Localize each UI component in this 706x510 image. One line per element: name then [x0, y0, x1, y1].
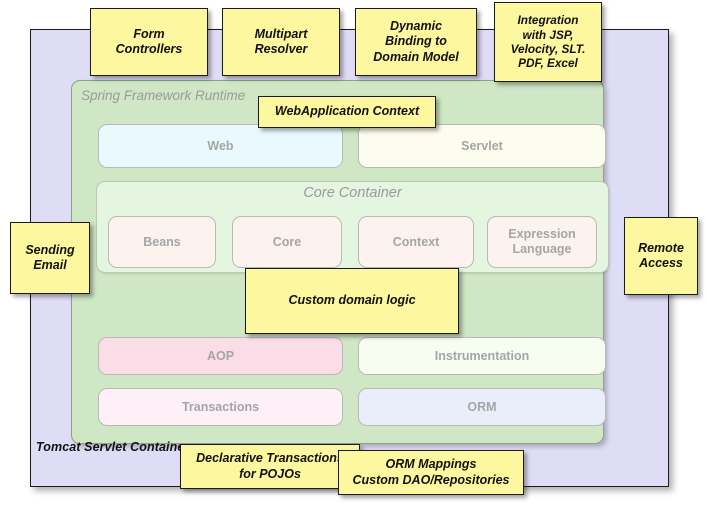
module-servlet-label: Servlet — [461, 138, 503, 153]
note-integration[interactable]: Integration with JSP, Velocity, SLT. PDF… — [494, 2, 602, 82]
module-beans-label: Beans — [143, 234, 181, 249]
module-expression-language-label: Expression Language — [508, 227, 576, 256]
note-integration-text: Integration with JSP, Velocity, SLT. PDF… — [510, 13, 586, 71]
module-orm-label: ORM — [467, 399, 497, 414]
module-transactions[interactable]: Transactions — [98, 388, 343, 426]
module-orm[interactable]: ORM — [358, 388, 606, 426]
module-context-label: Context — [392, 234, 440, 249]
module-aop[interactable]: AOP — [98, 337, 343, 375]
note-declarative-transactions-text: Declarative Transactions for POJOs — [196, 451, 344, 481]
note-webapplication-context[interactable]: WebApplication Context — [258, 96, 436, 128]
module-instrumentation[interactable]: Instrumentation — [358, 337, 606, 375]
module-beans[interactable]: Beans — [108, 216, 216, 268]
module-servlet[interactable]: Servlet — [358, 124, 606, 168]
note-dynamic-binding-text: Dynamic Binding to Domain Model — [373, 19, 459, 64]
module-instrumentation-label: Instrumentation — [434, 348, 530, 363]
note-form-controllers-text: Form Controllers — [115, 26, 183, 56]
note-declarative-transactions[interactable]: Declarative Transactions for POJOs — [180, 444, 360, 489]
note-form-controllers[interactable]: Form Controllers — [90, 8, 208, 76]
note-sending-email-text: Sending Email — [25, 242, 75, 272]
note-dynamic-binding[interactable]: Dynamic Binding to Domain Model — [355, 8, 477, 76]
note-orm-mappings-text: ORM Mappings Custom DAO/Repositories — [352, 457, 510, 487]
spring-framework-runtime-label: Spring Framework Runtime — [81, 88, 246, 103]
module-context[interactable]: Context — [358, 216, 474, 268]
module-expression-language[interactable]: Expression Language — [487, 216, 597, 268]
module-web[interactable]: Web — [98, 124, 343, 168]
note-remote-access[interactable]: Remote Access — [624, 217, 698, 295]
note-multipart-resolver-text: Multipart Resolver — [254, 26, 308, 56]
note-orm-mappings[interactable]: ORM Mappings Custom DAO/Repositories — [338, 450, 524, 495]
note-webapplication-context-text: WebApplication Context — [274, 104, 420, 119]
module-web-label: Web — [207, 138, 234, 153]
note-sending-email[interactable]: Sending Email — [10, 222, 90, 294]
core-container-label: Core Container — [303, 185, 402, 201]
note-custom-domain-logic[interactable]: Custom domain logic — [245, 268, 459, 334]
module-core[interactable]: Core — [232, 216, 342, 268]
note-multipart-resolver[interactable]: Multipart Resolver — [222, 8, 340, 76]
module-transactions-label: Transactions — [181, 399, 260, 414]
note-custom-domain-logic-text: Custom domain logic — [288, 293, 416, 308]
tomcat-servlet-container-label: Tomcat Servlet Container — [36, 440, 190, 454]
module-core-label: Core — [272, 234, 302, 249]
module-aop-label: AOP — [206, 348, 235, 363]
note-remote-access-text: Remote Access — [638, 240, 684, 270]
